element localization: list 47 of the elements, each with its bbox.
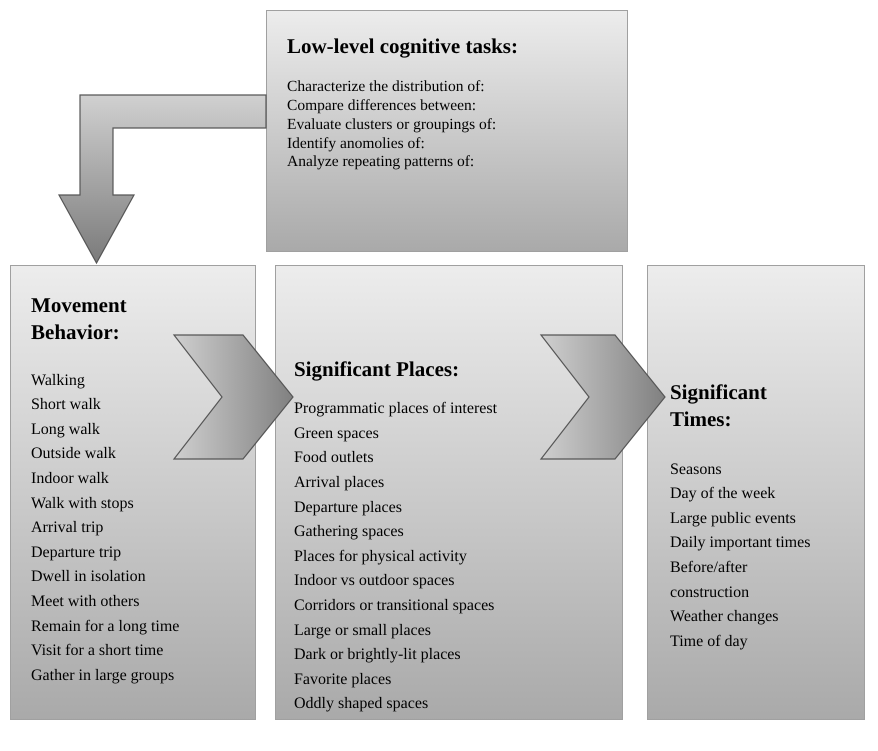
list-item: Short walk (31, 395, 102, 416)
list-item: Visit for a short time (31, 641, 164, 662)
list-item: Gathering spaces (294, 522, 405, 542)
panel-heading: Movement Behavior: (31, 292, 128, 346)
list-item: Meet with others (31, 592, 140, 612)
panel-heading: Low-level cognitive tasks: (287, 33, 519, 60)
list-item: Corridors or transitional spaces (294, 596, 496, 616)
list-item: Gather in large groups (31, 666, 176, 686)
list-item: Seasons (670, 460, 723, 480)
list-item: Programmatic places of interest (294, 399, 498, 420)
panel-heading: Significant Times: (670, 379, 768, 434)
list-item: Oddly shaped spaces (294, 694, 430, 714)
chevron-arrow (540, 334, 666, 460)
list-item: Weather changes (670, 607, 780, 628)
list-item: Arrival trip (31, 518, 104, 538)
list-item: Before/after construction (670, 558, 750, 603)
list-item: Departure trip (31, 542, 122, 563)
list-item: Remain for a long time (31, 616, 180, 637)
panel-heading: Significant Places: (294, 356, 460, 383)
list-item: Dark or brightly-lit places (294, 645, 462, 666)
list-item: Green spaces (294, 424, 380, 444)
list-item: Favorite places (294, 670, 392, 690)
text-panel (266, 10, 628, 252)
chevron-arrow (172, 334, 294, 460)
list-item: Characterize the distribution of: (287, 78, 486, 98)
bent-arrow (58, 94, 267, 264)
text-panel (275, 265, 623, 720)
list-item: Indoor vs outdoor spaces (294, 571, 456, 592)
list-item: Compare differences between: (287, 97, 478, 116)
list-item: Evaluate clusters or groupings of: (287, 116, 498, 135)
list-item: Large or small places (294, 620, 432, 641)
list-item: Large public events (670, 508, 797, 529)
list-item: Outside walk (31, 444, 117, 464)
list-item: Arrival places (294, 473, 386, 494)
list-item: Food outlets (294, 448, 375, 468)
list-item: Dwell in isolation (31, 567, 147, 588)
list-item: Daily important times (670, 533, 812, 554)
list-item: Indoor walk (31, 468, 110, 489)
list-item: Day of the week (670, 484, 776, 504)
list-item: Departure places (294, 498, 403, 518)
list-item: Places for physical activity (294, 546, 468, 567)
list-item: Analyze repeating patterns of: (287, 153, 476, 172)
list-item: Walking (31, 370, 86, 391)
list-item: Walk with stops (31, 494, 135, 514)
list-item: Identify anomolies of: (287, 134, 426, 154)
list-item: Long walk (31, 420, 101, 440)
list-item: Time of day (670, 632, 749, 652)
